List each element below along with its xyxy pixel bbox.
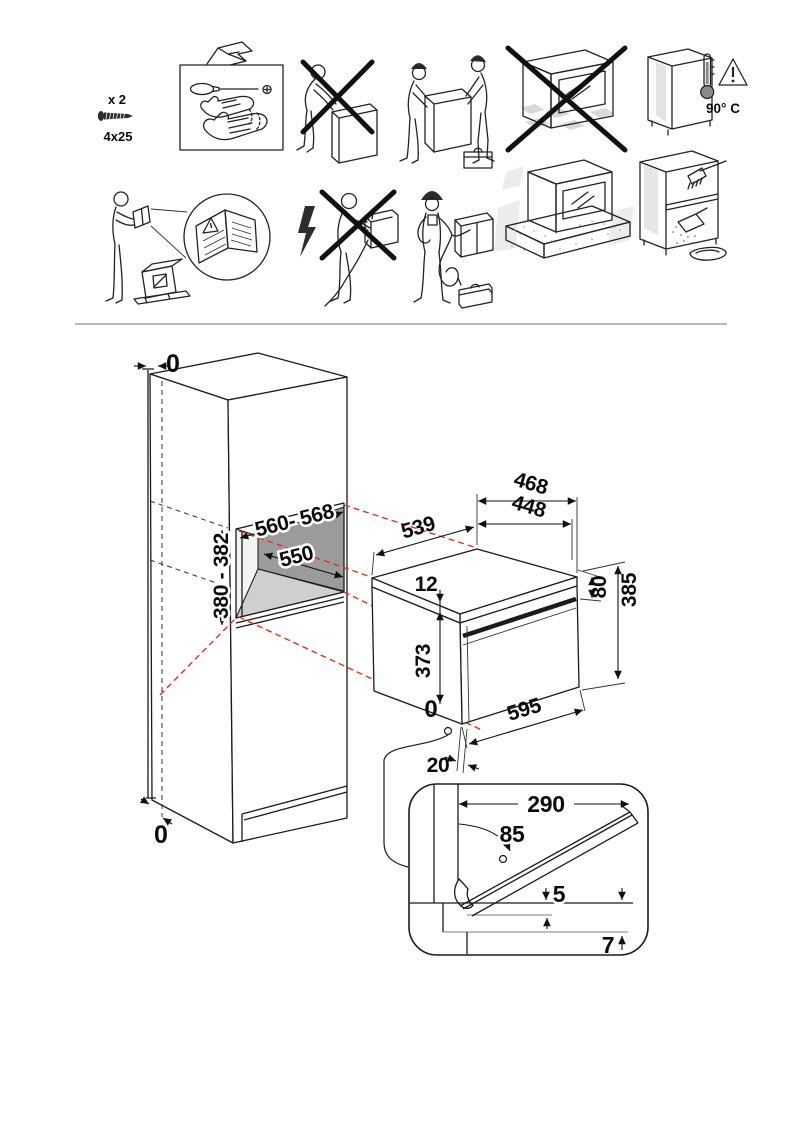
reader-figure <box>105 191 151 304</box>
leader-anchor-point <box>443 726 453 736</box>
accessory-box-pictogram <box>179 41 284 151</box>
packing-wedges-icon <box>206 41 253 66</box>
warning-triangle-icon <box>202 217 219 234</box>
max-temperature-label: 90° C <box>706 101 740 116</box>
door-detail-inset: 290 85 5 7 <box>408 783 649 958</box>
appliance-box-icon <box>133 258 191 305</box>
tall-cabinet-drawing <box>142 352 348 844</box>
lightning-bolt-icon <box>298 206 316 257</box>
cabinet-icon <box>647 48 713 136</box>
inset-frame <box>408 783 649 956</box>
dim-rear-height: 80 <box>588 576 611 599</box>
dim-niche-height: 380 - 382 <box>210 533 233 619</box>
dim-door-open-width: 290 <box>527 791 564 817</box>
brush-icon <box>687 160 727 190</box>
microwave-oven-icon <box>527 159 613 233</box>
dustpan-icon <box>672 207 708 244</box>
toolbox-icon <box>463 147 493 169</box>
cabinet-temperature-pictogram: 90° C <box>647 48 748 136</box>
toolbox-icon <box>458 283 493 309</box>
manual-magnifier-detail <box>183 193 271 281</box>
thermometer-icon <box>700 53 715 100</box>
oven-drawing <box>371 548 580 725</box>
hidden-niche-bottom-line <box>149 559 229 588</box>
no-freestanding-placement-pictogram <box>505 45 628 153</box>
dim-total-height: 385 <box>618 572 641 607</box>
oven-door-handle <box>462 596 577 639</box>
dim-gap-below: 7 <box>602 932 615 958</box>
dim-bottom-clearance: 0 <box>154 821 168 849</box>
dim-front-offset: 20 <box>427 754 450 777</box>
qualified-installer-pictogram <box>413 191 494 309</box>
wall-unit-icon <box>451 212 494 258</box>
screw-count-label: x 2 <box>108 92 126 107</box>
screw-kit-pictogram: x 2 4x25 <box>97 92 133 144</box>
plinth-recess <box>241 785 348 842</box>
dim-front-height: 373 <box>412 644 435 678</box>
warning-triangle-icon <box>718 58 748 86</box>
dim-frame-thickness: 12 <box>415 573 438 596</box>
no-single-person-lift-pictogram <box>296 59 378 164</box>
dim-top-clearance: 0 <box>166 350 180 378</box>
door-pivot-point <box>498 854 508 864</box>
worker-left-figure <box>399 63 429 164</box>
inset-leader-line <box>383 734 449 868</box>
prohibition-cross-icon <box>505 45 628 153</box>
carton-box-icon <box>424 88 472 153</box>
prohibition-cross-icon <box>300 59 375 135</box>
no-unqualified-electrical-pictogram <box>298 189 399 307</box>
screw-icon <box>97 111 133 121</box>
oven-on-padding-pictogram <box>494 159 634 259</box>
tray-icon <box>689 246 727 261</box>
dim-front-clearance: 0 <box>424 696 437 723</box>
dim-gap-above: 5 <box>553 881 566 907</box>
gloves-icon <box>200 95 268 141</box>
two-person-lift-pictogram <box>399 55 495 169</box>
dim-door-open-angle: 85 <box>500 821 525 847</box>
hidden-niche-top-line <box>149 500 229 529</box>
prohibition-cross-icon <box>319 189 397 261</box>
carton-box-icon <box>331 103 378 164</box>
screwdriver-icon <box>189 82 272 96</box>
read-manual-pictogram <box>105 191 271 305</box>
installer-figure <box>413 191 462 304</box>
worker-right-figure <box>465 55 495 164</box>
screw-size-label: 4x25 <box>104 129 133 144</box>
cabinet-icon <box>639 150 719 256</box>
cabinet-section-lines <box>410 784 633 954</box>
open-door-section <box>453 805 639 917</box>
clean-cabinet-pictogram <box>639 150 727 261</box>
